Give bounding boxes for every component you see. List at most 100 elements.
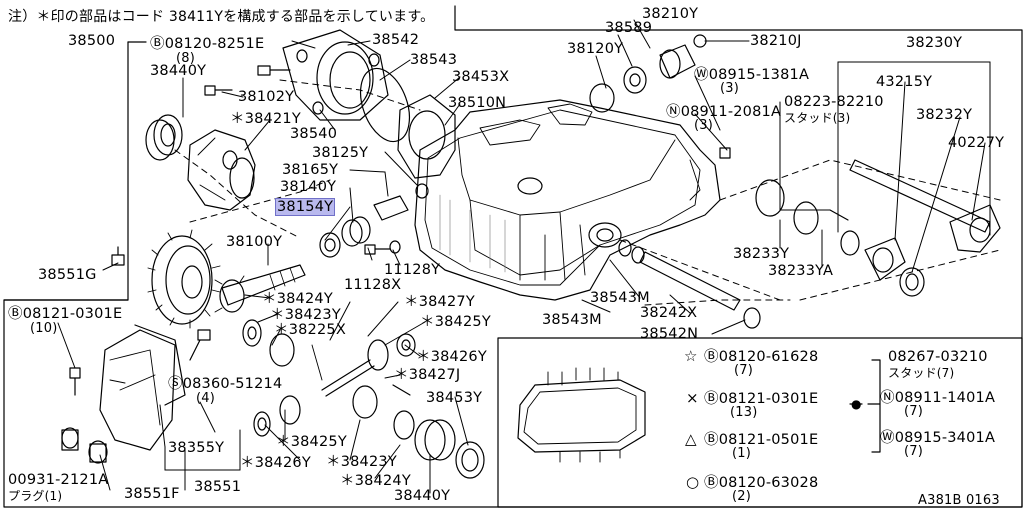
legend-cross-part[interactable]: Ⓑ08121-0301E [704,391,819,407]
callout-08121-0301e-qty: (10) [30,321,58,336]
differential-case [187,129,256,211]
legend-group-qty-2: (7) [904,404,924,419]
callout-08121-0301e[interactable]: Ⓑ08121-0301E [8,306,123,322]
callout-38210j[interactable]: 38210J [750,33,802,49]
callout-38440y-bottom[interactable]: 38440Y [394,488,451,504]
callout-38543m-a[interactable]: 38543M [590,290,650,306]
callout-38154y-highlighted[interactable]: 38154Y [274,198,336,216]
legend-triangle-icon: △ [685,430,697,448]
callout-38543m-b[interactable]: 38543M [542,312,602,328]
callout-38500[interactable]: 38500 [68,33,116,49]
callout-38551[interactable]: 38551 [194,479,242,495]
callout-38225x[interactable]: ＊38225X [274,322,346,338]
gaskets [145,67,645,479]
axle-shafts [639,159,1001,311]
callout-38210y[interactable]: 38210Y [642,6,699,22]
callout-38427j[interactable]: ＊38427J [394,367,461,383]
legend-circle-qty: (2) [732,489,752,504]
callout-00931-2121a[interactable]: 00931-2121A [8,472,109,488]
callout-38424y-a[interactable]: ＊38424Y [262,291,333,307]
callout-38440y-top[interactable]: 38440Y [150,63,207,79]
callout-38165y[interactable]: 38165Y [282,162,339,178]
callout-38233y[interactable]: 38233Y [733,246,790,262]
callout-38230y[interactable]: 38230Y [906,35,963,51]
callout-38102y[interactable]: 38102Y [238,89,295,105]
leader-lines [57,19,991,494]
drawing-code: A381B 0163 [918,493,1000,508]
callout-08223-note: スタッド(3) [784,111,851,125]
bolts [69,65,849,396]
callout-38540[interactable]: 38540 [290,126,338,142]
callout-40227y[interactable]: 40227Y [948,135,1005,151]
callout-38355y[interactable]: 38355Y [168,440,225,456]
callout-38427y[interactable]: ＊38427Y [404,294,475,310]
callout-38425y-a[interactable]: ＊38425Y [420,314,491,330]
callout-38543[interactable]: 38543 [410,52,458,68]
callout-38421y[interactable]: ＊38421Y [230,111,301,127]
callout-38551g[interactable]: 38551G [38,267,97,283]
callout-38510n[interactable]: 38510N [448,95,507,111]
legend-bolt-pattern [517,359,881,463]
callout-38242x[interactable]: 38242X [640,305,698,321]
callout-08120-8251e[interactable]: Ⓑ08120-8251E [150,36,265,52]
callout-11128x[interactable]: 11128X [344,277,402,293]
legend-dot-icon: ● [851,397,862,411]
callout-08223-82210[interactable]: 08223-82210 [784,94,884,110]
callout-38423y-b[interactable]: ＊38423Y [326,454,397,470]
dashed-guides [174,79,1001,306]
callout-38100y[interactable]: 38100Y [226,234,283,250]
legend-triangle-part[interactable]: Ⓑ08121-0501E [704,432,819,448]
callout-38120y[interactable]: 38120Y [567,41,624,57]
legend-star-icon: ☆ [684,347,698,365]
legend-circle-part[interactable]: Ⓑ08120-63028 [704,475,819,491]
legend-star-part[interactable]: Ⓑ08120-61628 [704,349,819,365]
ring-gear [147,229,221,329]
legend-group-part-1[interactable]: 08267-03210 [888,349,988,365]
legend-group-note-1: スタッド(7) [888,366,955,380]
callout-38551f[interactable]: 38551F [124,486,180,502]
legend-triangle-qty: (1) [732,446,752,461]
callout-08360-51214[interactable]: Ⓢ08360-51214 [168,376,283,392]
callout-38125y[interactable]: 38125Y [312,145,369,161]
cover-plate [282,29,389,121]
callout-08911-2081a[interactable]: Ⓝ08911-2081A [666,104,782,120]
callout-38425y-b[interactable]: ＊38425Y [276,434,347,450]
callout-38232y[interactable]: 38232Y [916,107,973,123]
callout-38423y-a[interactable]: ＊38423Y [270,307,341,323]
callout-38140y[interactable]: 38140Y [280,179,337,195]
callout-08360-51214-qty: (4) [196,391,216,406]
callout-08911-2081a-qty: (3) [694,118,714,133]
callout-38426y-a[interactable]: ＊38426Y [416,349,487,365]
callout-38542[interactable]: 38542 [372,32,420,48]
callout-38589[interactable]: 38589 [605,20,653,36]
callout-38453y[interactable]: 38453Y [426,390,483,406]
legend-star-qty: (7) [734,363,754,378]
callout-38542n[interactable]: 38542N [640,326,699,342]
callout-08915-1381a[interactable]: Ⓦ08915-1381A [694,67,810,83]
callout-38424y-b[interactable]: ＊38424Y [340,473,411,489]
legend-cross-icon: × [686,389,699,407]
carrier-housing [414,99,721,301]
frame-lines [3,5,1023,508]
legend-group-qty-3: (7) [904,444,924,459]
drain-plugs [61,427,108,464]
rear-cover [99,324,186,451]
callout-38426y-b[interactable]: ＊38426Y [240,455,311,471]
side-gears [269,333,411,425]
housing-ribs [439,194,506,273]
drive-pinion [214,264,306,313]
bearings [341,34,925,461]
header-note: 注）＊印の部品はコード 38411Yを構成する部品を示しています。 [8,9,435,25]
callout-11128y[interactable]: 11128Y [384,262,441,278]
callout-08120-8251e-qty: (8) [176,51,196,66]
callout-38233ya[interactable]: 38233YA [768,263,834,279]
callout-38453x[interactable]: 38453X [452,69,510,85]
callout-43215y[interactable]: 43215Y [876,74,933,90]
callout-00931-note: プラグ(1) [8,489,63,503]
legend-circle-icon: ○ [686,473,700,491]
legend-cross-qty: (13) [730,405,758,420]
legend-group-part-3[interactable]: Ⓦ08915-3401A [880,430,996,446]
legend-group-part-2[interactable]: Ⓝ08911-1401A [880,390,996,406]
